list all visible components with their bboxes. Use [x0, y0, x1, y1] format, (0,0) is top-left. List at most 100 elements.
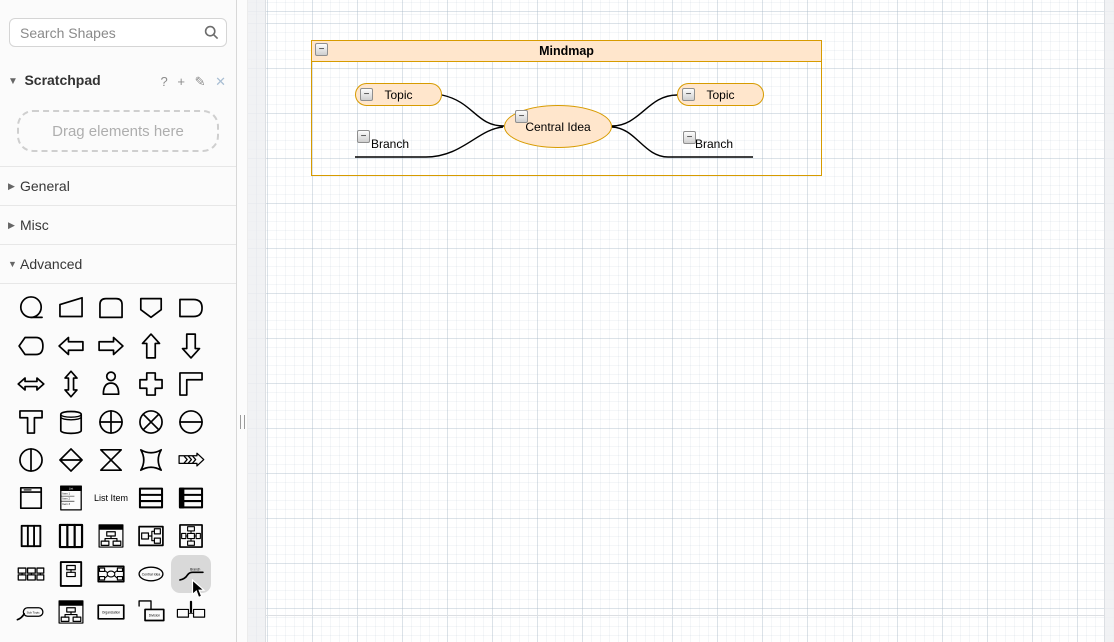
shape-list-item[interactable]: List Item [91, 479, 131, 517]
shape-user[interactable] [91, 365, 131, 403]
node-central-idea[interactable]: Central Idea [504, 105, 612, 148]
shape-corner[interactable] [171, 365, 211, 403]
shape-organization[interactable]: Organization [91, 593, 131, 631]
shape-table-striped[interactable] [171, 479, 211, 517]
mouse-cursor [191, 579, 206, 599]
shape-tee[interactable] [11, 403, 51, 441]
scratchpad-drop-zone[interactable]: Drag elements here [17, 110, 219, 152]
sidebar-section-misc[interactable]: ▶ Misc [0, 205, 236, 244]
svg-text:Organization: Organization [102, 610, 120, 614]
shape-arrow-up-down[interactable] [51, 365, 91, 403]
shape-org-tree[interactable] [91, 517, 131, 555]
sidebar-splitter[interactable] [237, 0, 248, 642]
sidebar-section-advanced[interactable]: ▼ Advanced [0, 244, 236, 283]
shape-central-idea[interactable]: Central Idea [131, 555, 171, 593]
svg-text:List: List [69, 487, 73, 491]
shape-window[interactable] [11, 479, 51, 517]
help-icon[interactable]: ? [160, 74, 168, 89]
shape-sub-sections[interactable] [171, 593, 211, 631]
edge-central-to-topic-left[interactable] [441, 94, 505, 127]
chevron-down-icon: ▼ [8, 76, 18, 87]
scratchpad-header[interactable]: ▼ Scratchpad ? + ✎ ✕ [0, 64, 236, 98]
scratchpad-label: Scratchpad [24, 72, 101, 88]
collapse-button-branch-left[interactable]: − [357, 130, 370, 143]
shape-manual-input[interactable] [51, 289, 91, 327]
shape-arrow-right[interactable] [91, 327, 131, 365]
shape-display[interactable] [11, 327, 51, 365]
search-input[interactable] [9, 18, 227, 47]
svg-text:Branch: Branch [190, 568, 200, 572]
edit-pencil-icon[interactable]: ✎ [194, 74, 206, 89]
shape-pool-vertical[interactable] [11, 517, 51, 555]
mindmap-title: Mindmap [312, 41, 821, 62]
chevron-down-icon: ▼ [8, 259, 17, 269]
search-icon [204, 25, 219, 45]
edges-layer [355, 94, 753, 158]
collapse-button-topic-right[interactable]: − [682, 88, 695, 101]
node-label: Topic [706, 87, 735, 102]
shape-segmented-arrow[interactable] [171, 441, 211, 479]
shape-data-store[interactable] [51, 403, 91, 441]
shape-circle-divided-horizontal[interactable] [171, 403, 211, 441]
close-icon[interactable]: ✕ [215, 74, 226, 89]
shape-label: List Item [93, 493, 128, 503]
search-area [0, 0, 236, 64]
add-icon[interactable]: + [177, 74, 185, 89]
shape-cross[interactable] [131, 365, 171, 403]
node-topic-right[interactable]: Topic [677, 83, 764, 106]
svg-text:Item 1: Item 1 [63, 492, 71, 496]
node-branch-left[interactable]: Branch [371, 137, 410, 151]
shape-switch[interactable] [131, 441, 171, 479]
shape-sub-topic[interactable]: Sub Topic [11, 593, 51, 631]
shape-summing-junction[interactable] [131, 403, 171, 441]
shape-or-junction[interactable] [91, 403, 131, 441]
shape-delay[interactable] [171, 289, 211, 327]
shape-diamond-divided[interactable] [51, 441, 91, 479]
splitter-grip-icon[interactable] [240, 415, 245, 429]
diagram-canvas[interactable]: Mindmap Topic Topic Central Idea Branch … [248, 0, 1114, 642]
scratchpad-actions: ? + ✎ ✕ [154, 74, 226, 90]
shapes-sidebar: ▼ Scratchpad ? + ✎ ✕ Drag elements here … [0, 0, 237, 642]
mindmap-container[interactable]: Mindmap [311, 40, 822, 176]
shape-mindmap[interactable] [91, 555, 131, 593]
node-label: Central Idea [525, 119, 591, 134]
svg-text:Item 2: Item 2 [63, 497, 71, 501]
node-branch-right[interactable]: Branch [695, 137, 734, 151]
shape-pool-vertical-bold[interactable] [51, 517, 91, 555]
branch-left-line[interactable] [355, 126, 504, 158]
node-topic-left[interactable]: Topic [355, 83, 442, 106]
shape-tree-cross[interactable] [171, 517, 211, 555]
collapse-button-central[interactable]: − [515, 110, 528, 123]
shape-table-rows[interactable] [131, 479, 171, 517]
shape-tape-data[interactable] [11, 289, 51, 327]
shape-sort[interactable] [91, 441, 131, 479]
chevron-right-icon: ▶ [8, 219, 15, 230]
shape-arrow-left-right[interactable] [11, 365, 51, 403]
svg-text:Central Idea: Central Idea [142, 572, 161, 576]
shape-vertical-tree-container[interactable] [51, 555, 91, 593]
shape-off-page-connector[interactable] [131, 289, 171, 327]
sidebar-section-general[interactable]: ▶ General [0, 166, 236, 205]
shape-org-chart[interactable] [51, 593, 91, 631]
edge-central-to-topic-right[interactable] [611, 94, 678, 127]
shape-tree-multi[interactable] [11, 555, 51, 593]
svg-text:Item 3: Item 3 [63, 502, 71, 506]
shape-circle-divided-vertical[interactable] [11, 441, 51, 479]
drop-hint-label: Drag elements here [52, 122, 184, 140]
collapse-button-container[interactable]: − [315, 43, 328, 56]
svg-text:Sub Topic: Sub Topic [27, 610, 40, 614]
shape-arrow-left[interactable] [51, 327, 91, 365]
collapse-button-topic-left[interactable]: − [360, 88, 373, 101]
branch-right-line[interactable] [611, 126, 753, 158]
collapse-button-branch-right[interactable]: − [683, 131, 696, 144]
shape-branch[interactable]: Branch [171, 555, 211, 599]
shape-arrow-up[interactable] [131, 327, 171, 365]
shape-division[interactable]: Division [131, 593, 171, 631]
shape-loop-limit[interactable] [91, 289, 131, 327]
section-label: General [20, 178, 70, 194]
shape-arrow-down[interactable] [171, 327, 211, 365]
shape-tree-horizontal[interactable] [131, 517, 171, 555]
